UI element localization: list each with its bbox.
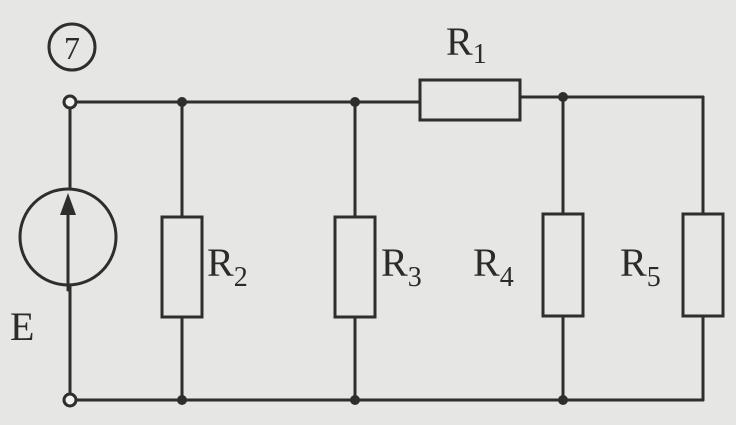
source-arrow-head-icon — [60, 193, 76, 215]
resistor-r4: R4 — [473, 212, 585, 318]
junction-dot — [558, 92, 568, 102]
resistor-r2-label: R2 — [207, 240, 248, 293]
terminal-top — [62, 94, 78, 110]
resistor-r3: R3 — [333, 215, 422, 319]
junction-dot — [350, 395, 360, 405]
junction-dot — [558, 395, 568, 405]
terminals — [62, 94, 78, 408]
resistor-r3-label: R3 — [381, 240, 422, 293]
source-label: E — [10, 304, 34, 349]
junction-dot — [177, 395, 187, 405]
resistor-r1-label: R1 — [446, 19, 487, 70]
resistor-r4-label: R4 — [473, 240, 514, 293]
resistor-r3-body — [333, 215, 377, 319]
problem-number-text: 7 — [64, 30, 80, 66]
junction-dot — [350, 97, 360, 107]
resistor-r5-label: R5 — [620, 240, 661, 293]
voltage-source: E — [10, 187, 118, 349]
resistor-r5: R5 — [620, 212, 725, 318]
resistor-r1: R1 — [418, 19, 522, 122]
resistor-r1-body — [418, 78, 522, 122]
resistor-r2-body — [160, 215, 204, 319]
resistor-r2: R2 — [160, 215, 248, 319]
junction-dot — [177, 97, 187, 107]
junctions — [177, 92, 568, 405]
problem-number: 7 — [47, 22, 97, 72]
resistor-r5-body — [681, 212, 725, 318]
resistor-r4-body — [541, 212, 585, 318]
terminal-bottom — [62, 392, 78, 408]
problem-number-circle — [47, 22, 97, 72]
